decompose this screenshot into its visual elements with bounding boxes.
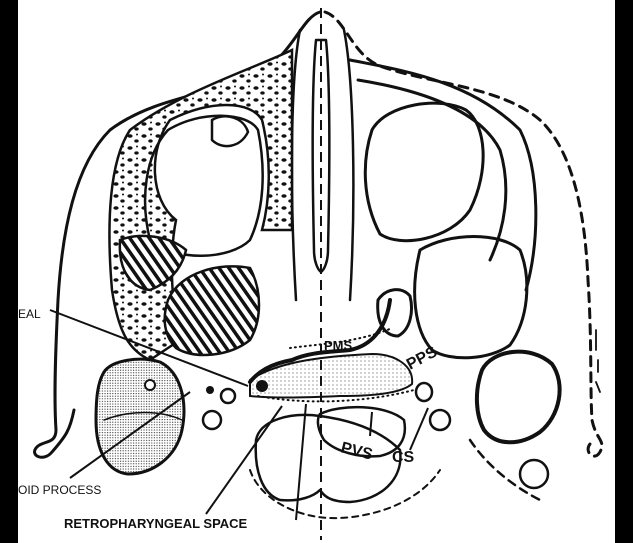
label-pms: PMS — [324, 338, 353, 353]
left-nerve-dot — [206, 386, 214, 394]
left-mandible-foramen — [145, 380, 155, 390]
left-carotid — [221, 389, 235, 403]
label-retropharyngeal-space: RETROPHARYNGEAL SPACE — [64, 516, 248, 531]
label-cs: CS — [392, 449, 415, 466]
left-jugular — [203, 411, 221, 429]
left-nodule — [256, 380, 268, 392]
label-styloid-process: OID PROCESS — [18, 483, 101, 497]
jugular-vein — [430, 410, 450, 430]
right-nodule — [520, 460, 548, 488]
label-pharyngeal: EAL — [18, 307, 41, 321]
carotid-artery — [416, 383, 432, 401]
